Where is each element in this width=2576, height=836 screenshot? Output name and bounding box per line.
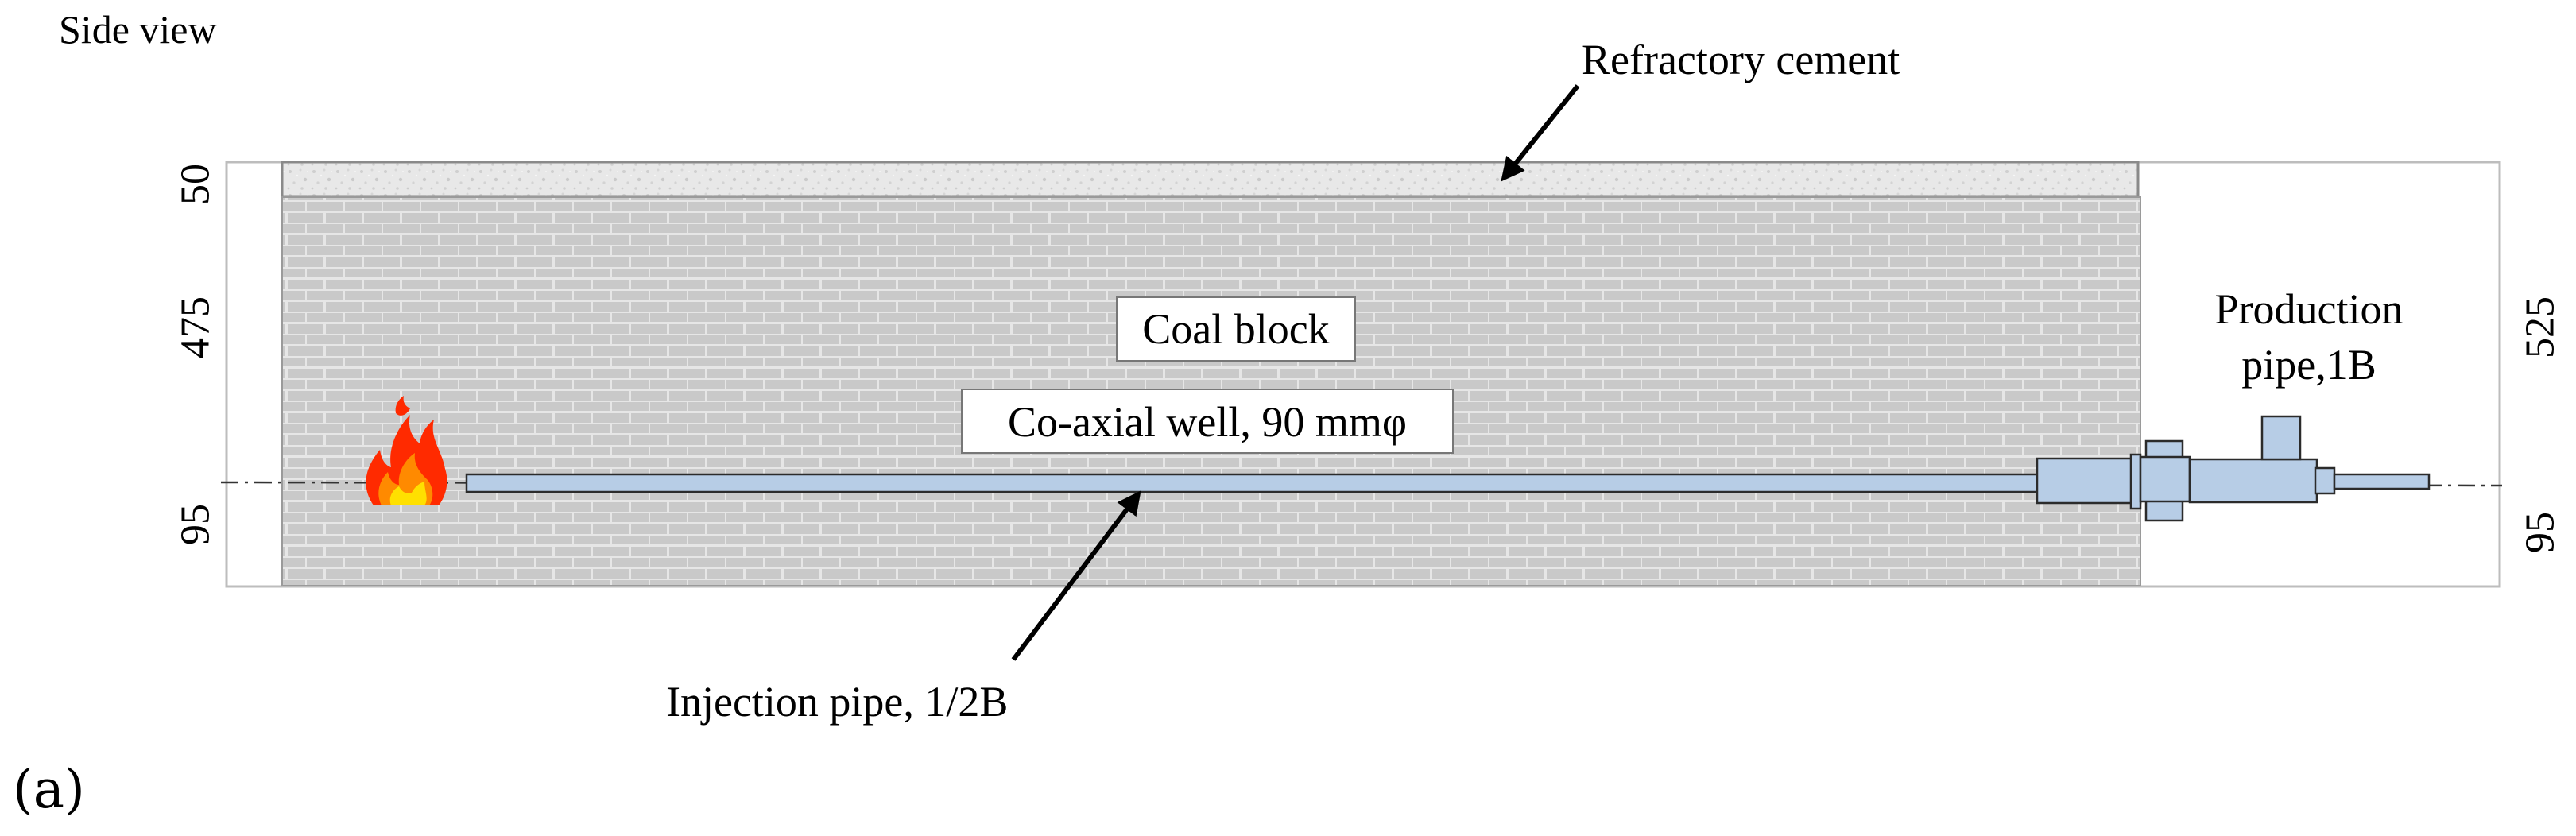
- arrow-icon: [1011, 490, 1141, 661]
- refractory-cement-layer: [281, 161, 2140, 199]
- reducer: [2314, 466, 2336, 495]
- injection-pipe: [465, 473, 2040, 493]
- coaxial-well-label-box: [961, 389, 1454, 454]
- dimension-left-block: 475: [172, 296, 219, 358]
- tee-body: [2188, 458, 2318, 504]
- arrow-icon: [1501, 84, 1580, 182]
- dimension-left-cement: 50: [172, 164, 219, 205]
- production-pipe-assembly: [2036, 415, 2431, 522]
- nut-band: [2139, 455, 2191, 503]
- dimension-left-bottom: 95: [172, 504, 219, 545]
- coupling-left: [2036, 457, 2142, 505]
- outlet-pipe: [2333, 473, 2431, 490]
- view-title: Side view: [59, 7, 217, 52]
- dimension-right-bottom: 95: [2517, 512, 2563, 553]
- dimension-right-total: 525: [2517, 296, 2563, 358]
- production-pipe-label-line2: pipe,1B: [2241, 341, 2377, 389]
- coal-block-label: Coal block: [1142, 305, 1329, 353]
- tee-branch: [2260, 415, 2302, 461]
- flame-icon: [366, 396, 447, 505]
- coaxial-well-label: Co-axial well, 90 mmφ: [1008, 398, 1407, 446]
- panel-label: (a): [13, 759, 85, 820]
- production-pipe-label-line1: Production: [2214, 285, 2404, 333]
- coal-block-label-box: [1116, 296, 1356, 362]
- injection-pipe-label: Injection pipe, 1/2B: [666, 678, 1009, 726]
- flange-plate: [2129, 453, 2142, 510]
- refractory-cement-label: Refractory cement: [1582, 36, 1900, 83]
